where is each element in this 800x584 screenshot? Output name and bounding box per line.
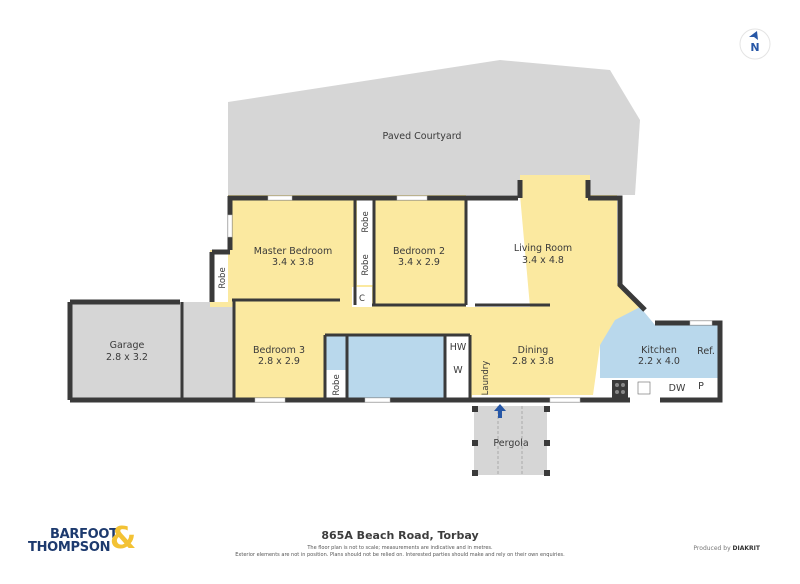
paved-courtyard: [228, 60, 640, 195]
property-address: 865A Beach Road, Torbay: [321, 529, 479, 542]
living-room-size: 3.4 x 4.8: [522, 255, 564, 266]
master-bedroom-name: Master Bedroom: [254, 246, 332, 257]
hot-water-label: HW: [450, 342, 467, 353]
garage-size: 2.8 x 3.2: [106, 352, 148, 363]
produced-brand: DIAKRIT: [732, 545, 760, 552]
produced-by: Produced by DIAKRIT: [693, 545, 760, 552]
north-arrow-icon: [749, 31, 758, 40]
bedroom3-size: 2.8 x 2.9: [258, 356, 300, 367]
dishwasher-label: DW: [669, 383, 686, 394]
brand-line2: THOMPSON: [28, 540, 111, 555]
robe-master: [214, 252, 228, 302]
robe-label-1: Robe: [361, 211, 371, 232]
bedroom3-name: Bedroom 3: [253, 345, 305, 356]
bedroom2-name: Bedroom 2: [393, 246, 445, 257]
brand-logo: BARFOOT THOMPSON &: [28, 524, 138, 558]
kitchen-size: 2.2 x 4.0: [638, 356, 680, 367]
courtyard-label: Paved Courtyard: [383, 131, 462, 142]
pergola: [474, 406, 547, 475]
robe-label-4: Robe: [332, 374, 342, 395]
laundry-label: Laundry: [481, 361, 491, 396]
robe-label-3: Robe: [218, 267, 228, 288]
garage-name: Garage: [110, 340, 145, 351]
robe-bed2: [357, 200, 373, 285]
disclaimer-line2: Exterior elements are not in position. P…: [235, 552, 565, 558]
cupboard-label: C: [359, 294, 365, 304]
brand-line1: BARFOOT: [50, 527, 118, 542]
produced-prefix: Produced by: [693, 545, 731, 552]
compass: N: [739, 28, 771, 60]
robe-bed3: [325, 370, 347, 400]
entrance-arrow-icon: [494, 404, 506, 418]
cooktop-icon: [612, 380, 628, 398]
dining-name: Dining: [518, 345, 549, 356]
disclaimer-line1: The floor plan is not to scale; measurem…: [307, 545, 493, 551]
bedroom2-size: 3.4 x 2.9: [398, 257, 440, 268]
dining-size: 2.8 x 3.8: [512, 356, 554, 367]
washer-label: W: [453, 365, 463, 376]
living-room-name: Living Room: [514, 243, 572, 254]
laundry-cupboards: [445, 335, 470, 400]
brand-ampersand: &: [110, 521, 137, 556]
fridge-label: Ref.: [697, 346, 715, 357]
pantry-label: P: [698, 381, 704, 392]
kitchen-name: Kitchen: [641, 345, 677, 356]
pergola-label: Pergola: [493, 438, 528, 449]
garage-area: [68, 302, 234, 400]
compass-label: N: [750, 41, 759, 54]
living-area: [210, 175, 640, 400]
robe-label-2: Robe: [361, 254, 371, 275]
sink-icon: [637, 381, 651, 395]
master-bedroom-size: 3.4 x 3.8: [272, 257, 314, 268]
cupboard: [352, 287, 372, 307]
